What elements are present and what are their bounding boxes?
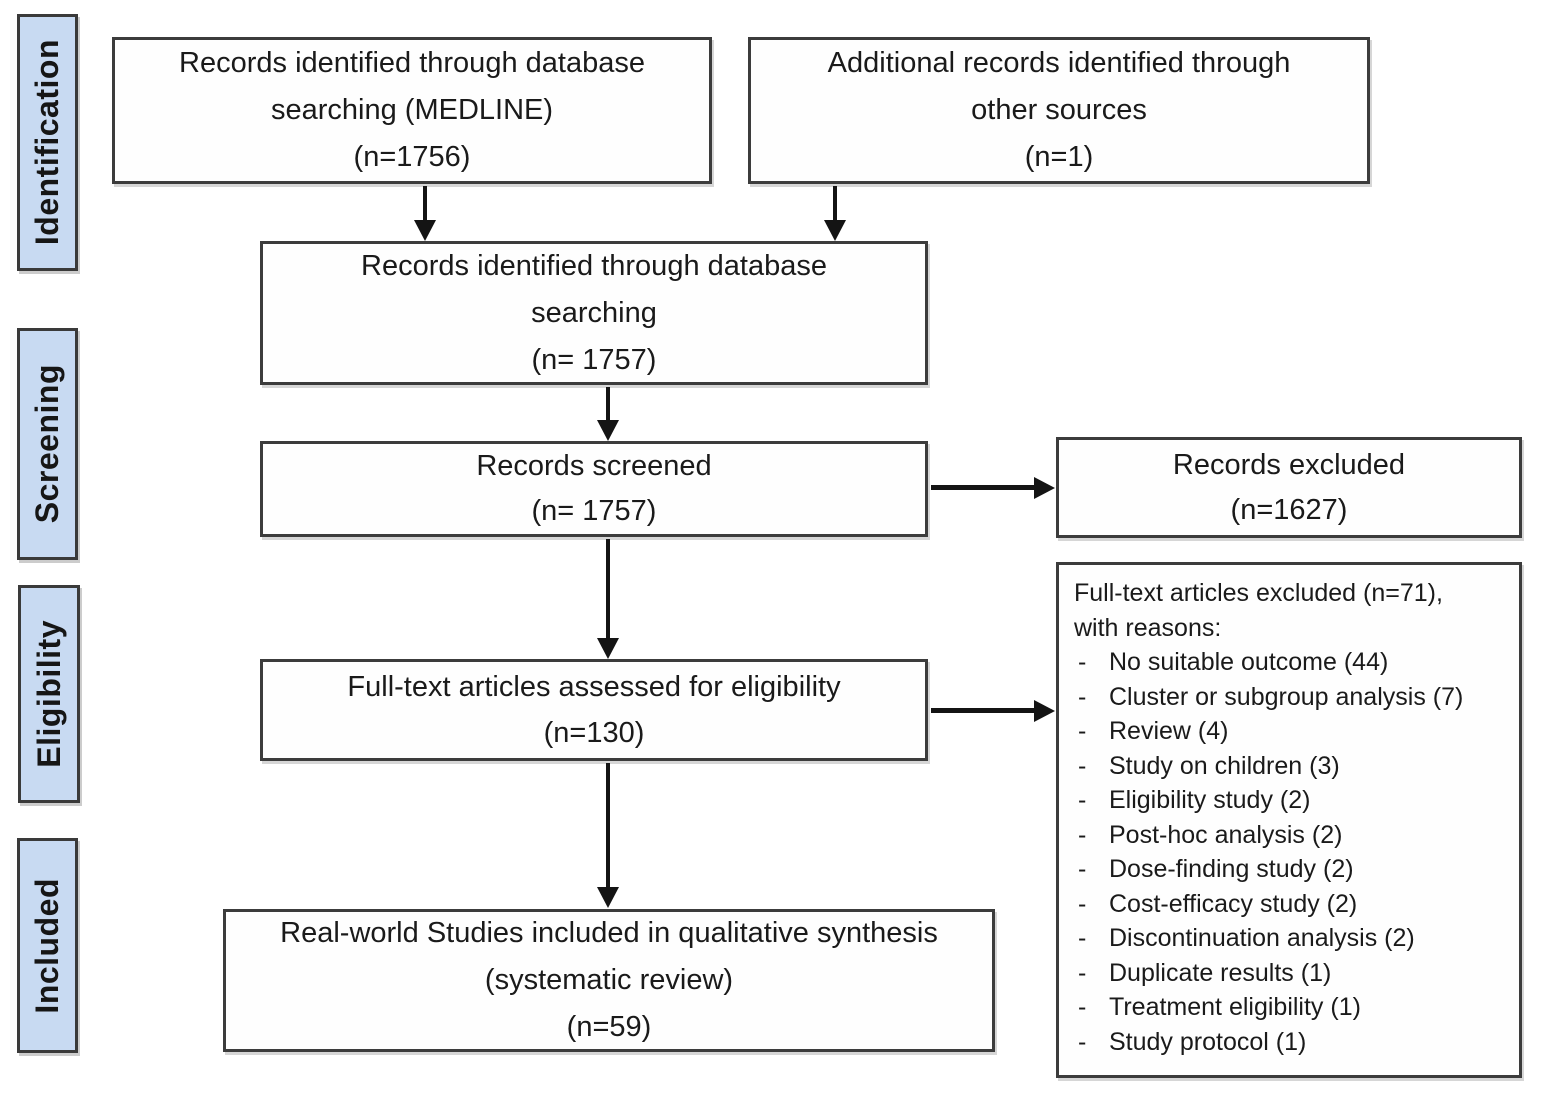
box-count: (n=59) xyxy=(566,1011,652,1043)
reason-item: - Treatment eligibility (1) xyxy=(1059,990,1511,1025)
reason-item: - Duplicate results (1) xyxy=(1059,956,1511,991)
reason-label: Cluster or subgroup analysis (7) xyxy=(1109,682,1464,711)
box-records-identified-database: Records identified through database sear… xyxy=(112,37,712,184)
reason-label: Post-hoc analysis (2) xyxy=(1109,820,1343,849)
reason-label: Study protocol (1) xyxy=(1109,1027,1307,1056)
box-records-screened: Records screened (n= 1757) xyxy=(260,441,928,537)
arrow-down-icon xyxy=(597,887,619,908)
stage-label-screening-text: Screening xyxy=(29,364,65,524)
box-records-combined: Records identified through database sear… xyxy=(260,241,928,385)
arrow-right-icon xyxy=(1034,477,1055,499)
arrow-down-icon xyxy=(597,638,619,659)
box-count: (n=1627) xyxy=(1230,493,1348,526)
reason-label: Eligibility study (2) xyxy=(1109,786,1311,814)
arrow-down-icon xyxy=(597,420,619,441)
reasons-title-line: Full-text articles excluded (n=71), xyxy=(1074,579,1443,607)
box-additional-records: Additional records identified through ot… xyxy=(748,37,1370,184)
reason-item: - Study protocol (1) xyxy=(1059,1025,1511,1060)
arrow-db-to-combined-line xyxy=(423,186,427,222)
box-line: Additional records identified through xyxy=(827,47,1291,79)
stage-label-identification: Identification xyxy=(17,14,78,271)
box-line: other sources xyxy=(971,94,1147,126)
bullet-dash: - xyxy=(1078,1027,1087,1056)
box-records-excluded: Records excluded (n=1627) xyxy=(1056,437,1522,538)
box-line: (systematic review) xyxy=(484,964,734,996)
reason-label: Study on children (3) xyxy=(1109,751,1340,780)
bullet-dash: - xyxy=(1078,820,1087,849)
reasons-list: - No suitable outcome (44) - Cluster or … xyxy=(1059,645,1511,1059)
reason-label: No suitable outcome (44) xyxy=(1109,648,1389,676)
box-fulltext-excluded-reasons: Full-text articles excluded (n=71), with… xyxy=(1056,562,1522,1078)
box-line: Records screened xyxy=(476,450,712,482)
reason-label: Discontinuation analysis (2) xyxy=(1109,924,1415,952)
box-line: searching (MEDLINE) xyxy=(270,94,554,126)
box-line: Records identified through database xyxy=(179,47,645,79)
box-fulltext-assessed: Full-text articles assessed for eligibil… xyxy=(260,659,928,761)
reason-label: Treatment eligibility (1) xyxy=(1109,993,1361,1021)
arrow-right-icon xyxy=(1034,700,1055,722)
stage-label-included: Included xyxy=(17,838,78,1053)
reason-item: - Post-hoc analysis (2) xyxy=(1059,818,1511,853)
stage-label-screening: Screening xyxy=(17,328,78,560)
bullet-dash: - xyxy=(1078,855,1087,883)
reason-item: - Discontinuation analysis (2) xyxy=(1059,921,1511,956)
bullet-dash: - xyxy=(1078,993,1087,1021)
bullet-dash: - xyxy=(1078,958,1087,987)
bullet-dash: - xyxy=(1078,717,1087,745)
box-count: (n= 1757) xyxy=(531,495,657,527)
box-line: Real-world Studies included in qualitati… xyxy=(280,917,938,949)
arrow-other-to-combined-line xyxy=(833,186,837,222)
reason-label: Review (4) xyxy=(1109,717,1229,745)
reason-item: - Dose-finding study (2) xyxy=(1059,852,1511,887)
stage-label-included-text: Included xyxy=(29,877,65,1014)
arrow-screened-to-fulltext-line xyxy=(606,539,610,640)
bullet-dash: - xyxy=(1078,751,1087,780)
stage-label-identification-text: Identification xyxy=(29,39,65,246)
reason-item: - Eligibility study (2) xyxy=(1059,783,1511,818)
reason-item: - Study on children (3) xyxy=(1059,749,1511,784)
box-studies-included: Real-world Studies included in qualitati… xyxy=(223,909,995,1052)
arrow-fulltext-to-reasons-line xyxy=(931,708,1037,713)
reason-item: - Cost-efficacy study (2) xyxy=(1059,887,1511,922)
bullet-dash: - xyxy=(1078,648,1087,676)
box-line: Records identified through database xyxy=(361,249,827,282)
bullet-dash: - xyxy=(1078,889,1087,918)
bullet-dash: - xyxy=(1078,682,1087,711)
bullet-dash: - xyxy=(1078,924,1087,952)
box-count: (n=130) xyxy=(543,717,645,749)
box-line: searching xyxy=(531,296,657,329)
box-line: Full-text articles assessed for eligibil… xyxy=(347,671,841,703)
arrow-down-icon xyxy=(414,220,436,241)
bullet-dash: - xyxy=(1078,786,1087,814)
box-count: (n=1756) xyxy=(353,141,471,173)
stage-label-eligibility: Eligibility xyxy=(18,585,80,803)
box-count: (n= 1757) xyxy=(531,343,657,376)
reason-label: Cost-efficacy study (2) xyxy=(1109,889,1358,918)
reason-item: - Review (4) xyxy=(1059,714,1511,749)
box-count: (n=1) xyxy=(1024,141,1094,173)
arrow-screened-to-excluded-line xyxy=(931,485,1037,490)
stage-label-eligibility-text: Eligibility xyxy=(30,620,67,768)
arrow-down-icon xyxy=(824,220,846,241)
arrow-combined-to-screened-line xyxy=(606,387,610,422)
reason-item: - Cluster or subgroup analysis (7) xyxy=(1059,680,1511,715)
reason-item: - No suitable outcome (44) xyxy=(1059,645,1511,680)
arrow-fulltext-to-included-line xyxy=(606,763,610,889)
reason-label: Dose-finding study (2) xyxy=(1109,855,1354,883)
reasons-title-line: with reasons: xyxy=(1074,613,1222,642)
reason-label: Duplicate results (1) xyxy=(1109,958,1332,987)
box-line: Records excluded xyxy=(1172,448,1406,481)
